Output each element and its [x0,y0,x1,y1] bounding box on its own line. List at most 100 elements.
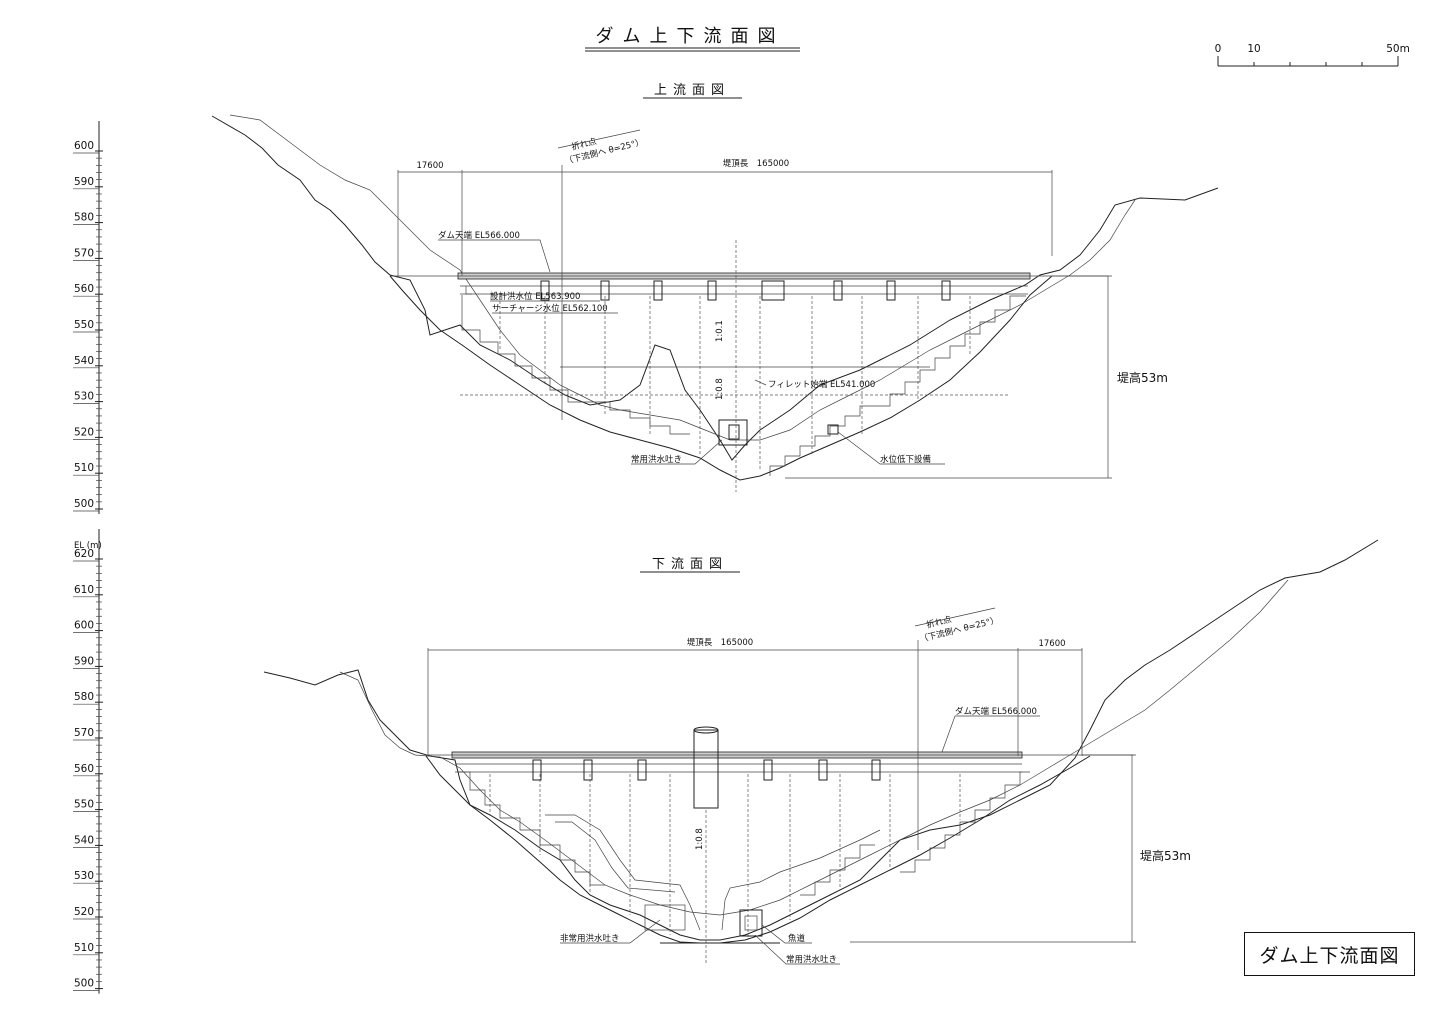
main-title: ダム上下流面図 [596,26,785,47]
downstream-tower-top [693,726,719,734]
downstream-fishway-box [739,909,763,937]
downstream-fishway-inner [744,915,758,931]
axis-tick-label: 510 [74,462,94,474]
upstream-step-left-2 [585,401,690,435]
title-box: ダム上下流面図 [1244,932,1415,976]
up-crest-length: 堤頂長 165000 [723,158,789,169]
dn-dim-right: 17600 [1038,639,1065,649]
pier [540,280,550,301]
up-outlet: 常用洪水吐き [631,454,682,465]
axis-tick-label: 520 [74,906,94,918]
scale-bar: 0 10 50m [1215,43,1410,67]
up-slope-upper-group: 1:0.1 [715,320,725,342]
elevation-unit-label: EL (m) [74,541,102,551]
upstream-step-right-2 [769,405,875,476]
axis-tick-label: 510 [74,942,94,954]
pier [653,280,663,301]
pier [600,280,610,301]
axis-tick-label: 570 [74,727,94,739]
dn-emergency-leader [560,919,661,944]
dn-crest-length: 堤頂長 165000 [687,637,753,648]
axis-tick-label: 560 [74,283,94,295]
dn-outlet: 常用洪水吐き [786,954,837,965]
dn-crest-el-leader [941,715,1040,753]
axis-tick-label: 600 [74,620,94,632]
axis-tick-label: 500 [74,978,94,990]
axis-tick-label: 600 [74,140,94,152]
dn-bend-leader [914,607,996,627]
axis-tick-label: 530 [74,870,94,882]
axis-tick-label: 540 [74,355,94,367]
axis-tick-label: 620 [74,548,94,560]
dn-slope: 1:0.8 [695,828,705,850]
scale-ticks [1217,56,1399,66]
downstream-chute-left [545,814,701,931]
pier-center [761,280,785,301]
up-slope-lower: 1:0.8 [715,378,725,400]
dn-fishway-leader [761,924,812,944]
downstream-piers [532,759,881,781]
dn-bend-label-group: 折れ点 （下流側へ θ=25°） [919,614,1000,645]
downstream-chute-right [721,829,881,931]
upstream-title: 上流面図 [654,83,730,98]
pier [871,759,881,781]
up-slope-upper: 1:0.1 [715,320,725,342]
downstream-step-right-2 [800,844,875,896]
axis-tick-label: 580 [74,212,94,224]
axis-tick-label: 580 [74,691,94,703]
pier [833,280,843,301]
upstream-piers [540,280,951,301]
upstream-step-right [875,295,1026,407]
downstream-foundation-line [425,755,1091,944]
axis-tick-label: 570 [74,247,94,259]
up-fillet: フィレット始端 EL541.000 [768,379,875,390]
upstream-drawdown-box [827,424,839,435]
dn-dam-height: 堤高53m [1140,848,1191,863]
scale-label-50m: 50m [1386,43,1410,55]
pier [763,759,773,781]
up-slope-lower-group: 1:0.8 [715,378,725,400]
upstream-outlet-inner [728,424,740,440]
pier [886,280,896,301]
up-surcharge: サーチャージ水位 EL562.100 [492,303,608,314]
dn-crest-el: ダム天端 EL566.000 [955,706,1037,717]
upstream-block-joints [499,296,971,470]
up-bend-label-group: 折れ点 （下流側へ θ=25°） [564,136,645,167]
dn-emergency-spillway: 非常用洪水吐き [560,933,620,944]
scale-label-10: 10 [1247,43,1260,55]
pier [583,759,593,781]
downstream-step-right [900,771,1030,873]
pier [707,280,717,301]
downstream-ground-line-2 [339,579,1289,916]
axis-tick-label: 550 [74,319,94,331]
upstream-foundation-line [389,275,1053,481]
axis-tick-label: 540 [74,834,94,846]
up-water-marker [465,286,472,295]
axis-tick-label: 520 [74,426,94,438]
up-design-flood: 設計洪水位 EL563.900 [490,291,580,302]
upstream-outlet-box [718,419,748,446]
upstream-ground-line [211,115,1219,461]
up-fillet-leader [754,379,767,386]
downstream-step-left [458,771,605,886]
axis-tick-label: 590 [74,655,94,667]
dn-slope-group: 1:0.8 [695,828,705,850]
axis-tick-label: 590 [74,176,94,188]
axis-tick-label: 530 [74,391,94,403]
downstream-title: 下流面図 [652,557,728,572]
pier [637,759,647,781]
downstream-view: 堤頂長 165000 17600 折れ点 （下流側へ θ=25°） ダム天端 E… [263,539,1379,965]
downstream-ground-line [263,539,1379,941]
scale-label-0: 0 [1215,43,1222,55]
dn-fishway: 魚道 [788,933,806,944]
downstream-emergency-outlet [644,904,686,931]
downstream-chute-left-2 [555,821,676,893]
downstream-tower [693,729,719,809]
up-crest-el: ダム天端 EL566.000 [438,230,520,241]
pier [941,280,951,301]
up-dim-left: 17600 [416,161,443,171]
up-crest-el-leader [438,239,551,273]
